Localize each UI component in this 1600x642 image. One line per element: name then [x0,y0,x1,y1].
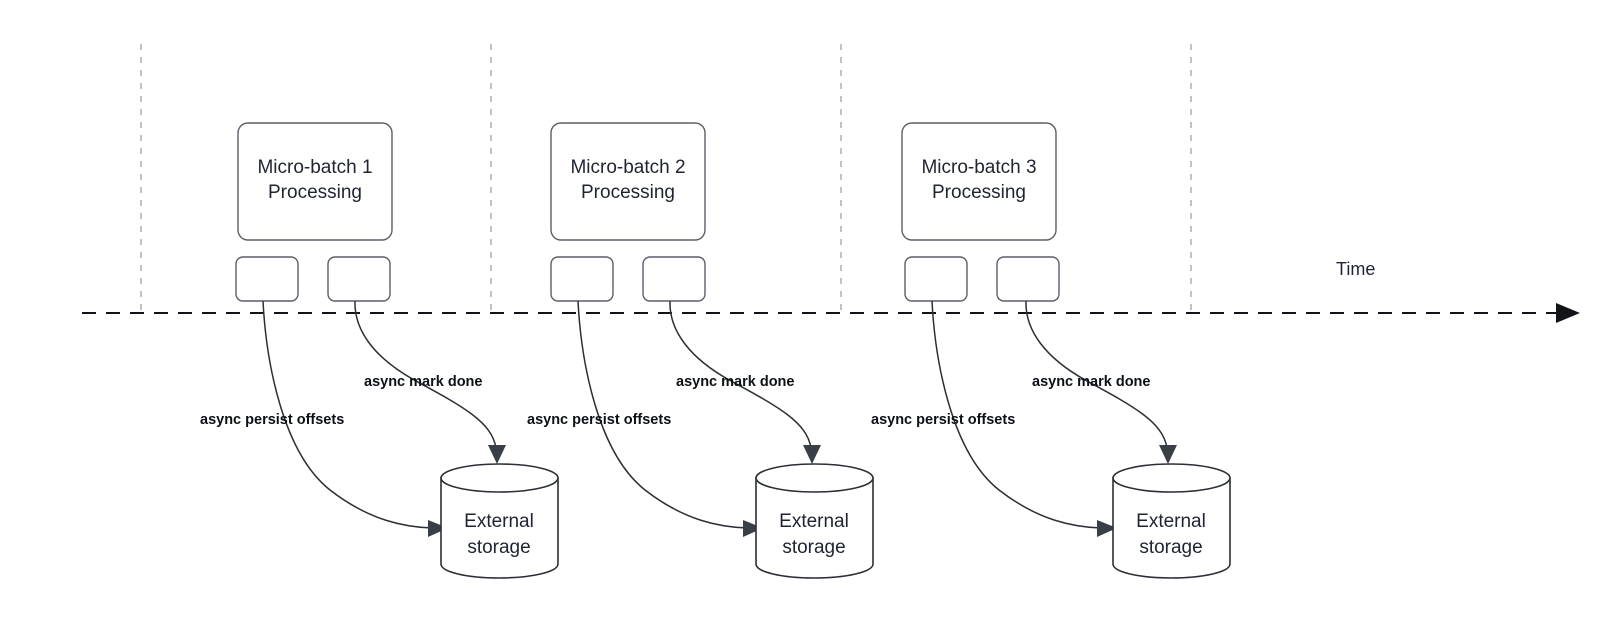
micro-batch-box-2[interactable] [550,122,706,241]
flow-persist-offsets-2-arrowhead [743,520,763,537]
external-storage-3[interactable]: External storage [1112,463,1231,579]
micro-batch-box-1[interactable] [237,122,393,241]
micro-batch-box-3-line2: Processing [932,182,1026,203]
flow-mark-done-1-arrowhead [488,445,506,464]
external-storage-1[interactable]: External storage [440,463,559,579]
external-storage-1-top [440,463,559,493]
external-storage-3-top [1112,463,1231,493]
micro-batch-box-1-line1: Micro-batch 1 [257,157,372,178]
task-box-1b[interactable] [327,256,391,302]
time-axis-label: Time [1336,259,1375,279]
micro-batch-box-1-line2: Processing [268,182,362,203]
micro-batch-group-1: Micro-batch 1 Processing async mark done… [200,122,559,579]
micro-batch-group-3: Micro-batch 3 Processing async mark done… [871,122,1231,579]
flow-persist-offsets-1 [262,300,433,529]
external-storage-2-body [755,477,874,579]
external-storage-2[interactable]: External storage [755,463,874,579]
edge-label-mark-done-3: async mark done [1032,374,1150,390]
task-box-2a[interactable] [550,256,614,302]
flow-persist-offsets-1-arrowhead [428,520,448,537]
edge-label-persist-offsets-1: async persist offsets [200,412,344,428]
external-storage-2-top [755,463,874,493]
edge-label-mark-done-2: async mark done [676,374,794,390]
external-storage-3-body [1112,477,1231,579]
micro-batch-box-2-line2: Processing [581,182,675,203]
task-box-2b[interactable] [642,256,706,302]
edge-label-mark-done-1: async mark done [364,374,482,390]
external-storage-1-line2: storage [467,537,530,558]
external-storage-1-line1: External [464,511,534,532]
task-box-3a[interactable] [904,256,968,302]
micro-batch-box-3[interactable] [901,122,1057,241]
external-storage-2-line2: storage [782,537,845,558]
flow-mark-done-1 [354,300,497,449]
task-box-1a[interactable] [235,256,299,302]
flow-mark-done-3 [1025,300,1168,449]
tick-line-group [140,44,1192,313]
external-storage-3-line1: External [1136,511,1206,532]
edge-label-persist-offsets-3: async persist offsets [871,412,1015,428]
flow-persist-offsets-3-arrowhead [1097,520,1117,537]
flow-mark-done-3-arrowhead [1159,445,1177,464]
external-storage-2-line1: External [779,511,849,532]
external-storage-1-body [440,477,559,579]
external-storage-3-line2: storage [1139,537,1202,558]
flow-mark-done-2-arrowhead [803,445,821,464]
flow-persist-offsets-2 [577,300,748,529]
flow-persist-offsets-3 [931,300,1102,529]
time-axis-arrowhead [1556,303,1580,323]
micro-batch-group-2: Micro-batch 2 Processing async mark done… [527,122,874,579]
micro-batch-box-2-line1: Micro-batch 2 [570,157,685,178]
micro-batch-box-3-line1: Micro-batch 3 [921,157,1036,178]
time-axis: Time [82,259,1580,323]
flow-mark-done-2 [669,300,812,449]
task-box-3b[interactable] [996,256,1060,302]
edge-label-persist-offsets-2: async persist offsets [527,412,671,428]
